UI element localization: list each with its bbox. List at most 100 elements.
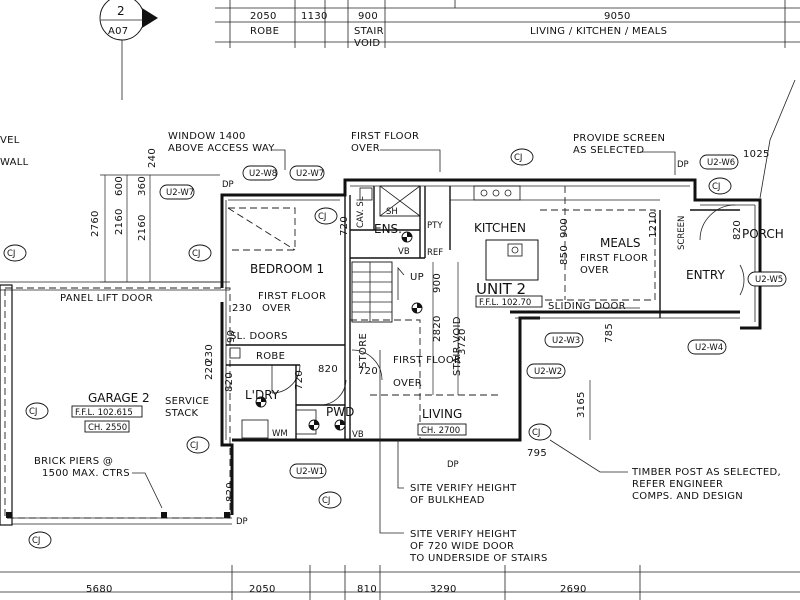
svg-text:240: 240 xyxy=(147,148,158,168)
top-room-void: VOID xyxy=(354,38,380,49)
cavity-slider-label: CAV. SL xyxy=(356,196,366,228)
svg-text:CJ: CJ xyxy=(32,536,40,546)
door-swings xyxy=(271,204,745,406)
window-tag-u2-w6: U2-W6 xyxy=(699,154,739,170)
bedroom-label: BEDROOM 1 xyxy=(250,262,324,276)
svg-text:U2-W6: U2-W6 xyxy=(707,158,735,168)
screen-note-2: AS SELECTED xyxy=(573,145,644,156)
left-cut-text-1: VEL xyxy=(0,135,20,146)
meals-label: MEALS xyxy=(600,236,640,250)
svg-text:360: 360 xyxy=(137,176,148,196)
brick-piers-2: 1500 MAX. CTRS xyxy=(42,468,130,479)
window-tag-u2-w8: U2-W8 xyxy=(242,165,278,181)
notes: WINDOW 1400 ABOVE ACCESS WAY FIRST FLOOR… xyxy=(34,131,781,564)
left-cut-text-2: WALL xyxy=(0,157,29,168)
bottom-dimension-strip: 5680 2050 810 3290 2690 xyxy=(0,565,800,600)
window-tag-u2-w5: U2-W5 xyxy=(747,271,787,287)
svg-text:600: 600 xyxy=(114,176,125,196)
window-tag-u2-w7-top: U2-W7 xyxy=(289,165,325,181)
cj-bubble: CJ xyxy=(528,423,552,441)
window-note-line-1: WINDOW 1400 xyxy=(168,131,246,142)
svg-text:CJ: CJ xyxy=(712,182,720,192)
washing-machine-label: WM xyxy=(272,429,288,439)
unit-ffl: F.F.L. 102.70 xyxy=(479,298,531,308)
window-tag-u2-w3: U2-W3 xyxy=(544,332,584,348)
first-floor-over-outline xyxy=(227,186,656,440)
bed-ff-over-2: OVER xyxy=(262,303,291,314)
svg-text:720: 720 xyxy=(339,216,350,236)
window-note-line-2: ABOVE ACCESS WAY xyxy=(168,143,275,154)
svg-text:2160: 2160 xyxy=(114,208,125,235)
svg-text:U2-W1: U2-W1 xyxy=(296,467,324,477)
vanity-label: VB xyxy=(398,247,410,257)
stair-door-note-3: TO UNDERSIDE OF STAIRS xyxy=(409,553,548,564)
sliding-doors-note: SL. DOORS xyxy=(230,331,288,342)
robe-label: ROBE xyxy=(256,351,285,362)
stair xyxy=(351,261,405,323)
svg-text:2760: 2760 xyxy=(90,210,101,237)
entry-label: ENTRY xyxy=(686,268,725,282)
meals-ff-over-1: FIRST FLOOR xyxy=(580,253,648,264)
cj-bubble: CJ xyxy=(188,244,212,262)
living-label: LIVING xyxy=(422,407,462,421)
store-label: STORE xyxy=(358,333,369,368)
stair-door-note-1: SITE VERIFY HEIGHT xyxy=(410,529,517,540)
meals-ff-over-2: OVER xyxy=(580,265,609,276)
svg-text:3165: 3165 xyxy=(576,391,587,418)
svg-text:795: 795 xyxy=(527,448,547,459)
downpipe-labels: DP DP DP DP xyxy=(222,160,689,527)
bed-ff-over-1: FIRST FLOOR xyxy=(258,291,326,302)
porch-label: PORCH xyxy=(742,227,784,241)
control-joint-bubbles: CJ CJ CJ CJ CJ CJ CJ CJ CJ CJ xyxy=(3,148,732,549)
section-marker: 2 A07 xyxy=(99,0,158,100)
svg-text:CJ: CJ xyxy=(318,212,326,222)
top-dimension-strip: 2050 1130 900 9050 ROBE STAIR VOID LIVIN… xyxy=(215,0,800,49)
laundry-label: L'DRY xyxy=(245,388,280,402)
powder-room-label: PWD xyxy=(326,405,354,419)
cj-bubble: CJ xyxy=(314,207,338,225)
svg-text:DP: DP xyxy=(677,160,689,170)
first-floor-over-note-1: FIRST FLOOR xyxy=(351,131,419,142)
wet-area-fixtures xyxy=(229,185,421,439)
brick-piers-1: BRICK PIERS @ xyxy=(34,456,113,467)
svg-text:DP: DP xyxy=(222,180,234,190)
svg-text:U2-W4: U2-W4 xyxy=(695,343,723,353)
kitchen-label: KITCHEN xyxy=(474,221,526,235)
svg-text:785: 785 xyxy=(604,323,615,343)
screen-note-1: PROVIDE SCREEN xyxy=(573,133,665,144)
svg-text:CJ: CJ xyxy=(514,153,522,163)
bulkhead-note-1: SITE VERIFY HEIGHT xyxy=(410,483,517,494)
svg-text:820: 820 xyxy=(732,220,743,240)
window-tag-u2-w2: U2-W2 xyxy=(526,363,566,379)
svg-text:720: 720 xyxy=(294,370,305,390)
panel-lift-door-note: PANEL LIFT DOOR xyxy=(60,293,153,304)
bottom-dim-stair: 810 xyxy=(357,584,377,595)
svg-text:900: 900 xyxy=(559,218,570,238)
garage-ffl: F.F.L. 102.615 xyxy=(75,408,133,418)
svg-text:U2-W2: U2-W2 xyxy=(534,367,562,377)
section-sheet: A07 xyxy=(108,26,128,37)
bottom-dim-laundry: 2050 xyxy=(249,584,276,595)
timber-post-note-3: COMPS. AND DESIGN xyxy=(632,491,743,502)
timber-post-note-2: REFER ENGINEER xyxy=(632,479,723,490)
cj-bubble: CJ xyxy=(28,531,52,549)
svg-text:230: 230 xyxy=(232,303,252,314)
top-room-robe: ROBE xyxy=(250,26,279,37)
svg-text:2820: 2820 xyxy=(432,315,443,342)
svg-text:DP: DP xyxy=(236,517,248,527)
inner-dimensions: 2760 2160 600 360 2160 240 1025 720 900 … xyxy=(90,148,769,502)
fridge-label: REF xyxy=(427,248,443,258)
stair-void-note: STAIR VOID xyxy=(452,316,463,376)
top-room-stair: STAIR xyxy=(354,26,384,37)
bottom-dim-meals: 2690 xyxy=(560,584,587,595)
bottom-dim-garage: 5680 xyxy=(86,584,113,595)
living-ff-over-2: OVER xyxy=(393,378,422,389)
top-dim-stair: 1130 xyxy=(301,11,328,22)
svg-text:CJ: CJ xyxy=(29,407,37,417)
svg-text:820: 820 xyxy=(225,482,236,502)
ceiling-fan-symbols xyxy=(255,231,423,431)
cj-bubble: CJ xyxy=(318,491,342,509)
window-tag-u2-w1: U2-W1 xyxy=(289,463,327,479)
section-number: 2 xyxy=(117,4,125,18)
